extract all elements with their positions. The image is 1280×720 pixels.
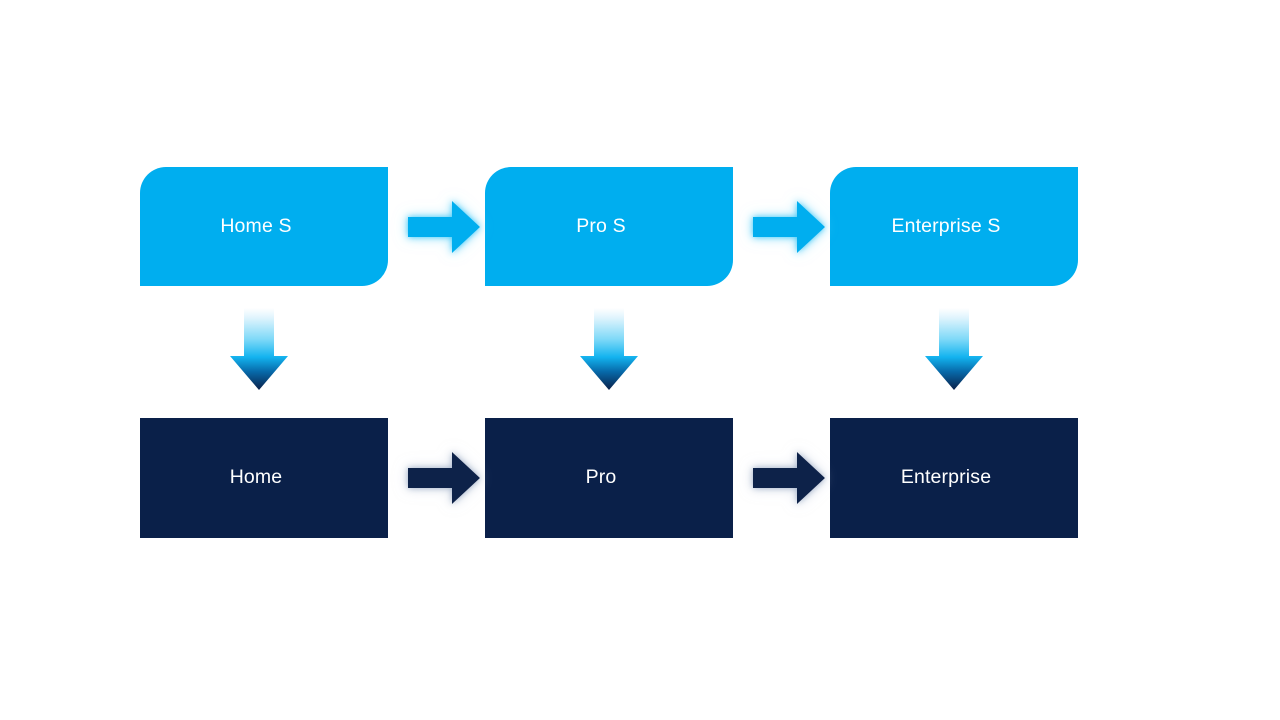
node-pro-label: Pro: [585, 466, 617, 489]
node-enterprise-s[interactable]: Enterprise S: [830, 167, 1078, 286]
arrow-pro-s-to-pro: [578, 308, 640, 392]
arrow-pro-to-enterprise: [749, 447, 827, 509]
node-home-s[interactable]: Home S: [140, 167, 388, 286]
node-home[interactable]: Home: [140, 418, 388, 538]
node-enterprise-label: Enterprise: [900, 466, 992, 489]
arrow-pro-s-to-enterprise-s: [749, 196, 827, 258]
node-home-label: Home: [229, 466, 283, 489]
arrow-home-s-to-home: [228, 308, 290, 392]
arrow-home-to-pro: [404, 447, 482, 509]
node-pro-s[interactable]: Pro S: [485, 167, 733, 286]
arrow-home-s-to-pro-s: [404, 196, 482, 258]
node-enterprise[interactable]: Enterprise: [830, 418, 1078, 538]
node-home-s-label: Home S: [220, 214, 292, 237]
node-pro[interactable]: Pro: [485, 418, 733, 538]
node-enterprise-s-label: Enterprise S: [891, 214, 1001, 237]
node-pro-s-label: Pro S: [576, 214, 626, 237]
arrow-enterprise-s-to-enterprise: [923, 308, 985, 392]
